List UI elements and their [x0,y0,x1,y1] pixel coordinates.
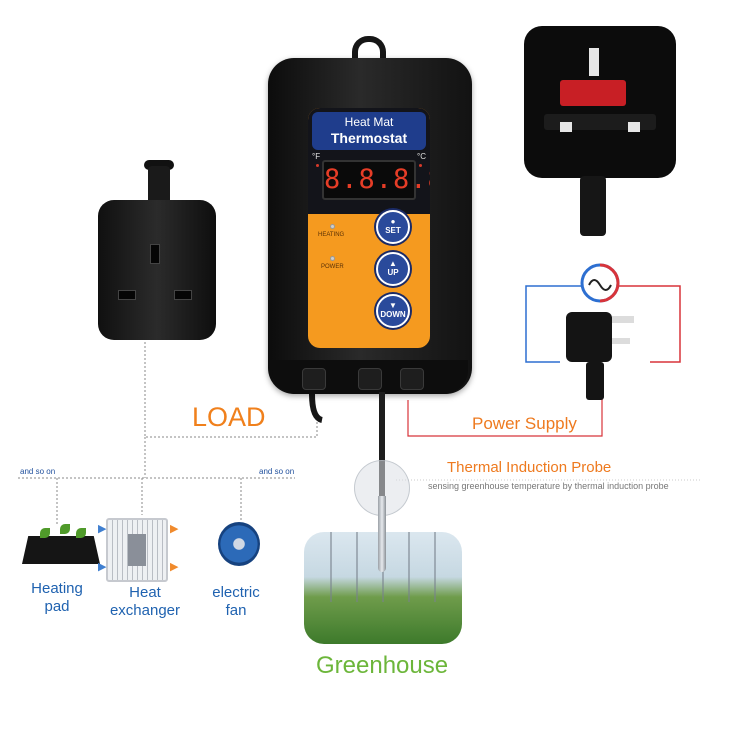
device-base [272,360,468,394]
fan-icon [218,522,260,566]
arrow-out-icon: ▶ [170,523,179,535]
and-so-on-right: and so on [259,467,295,476]
down-button[interactable]: ▼ DOWN [376,294,410,328]
load-cable [309,393,323,423]
device-title-line2: Thermostat [330,130,408,146]
triangle-up-icon: ▲ [389,259,397,268]
control-panel: Heat Mat Thermostat °F °C 8.8.8.8 HEATIN… [308,108,430,348]
load-socket-icon [98,200,216,340]
heat-exchanger-label-line2: exchanger [109,602,181,619]
load-port [302,368,326,390]
plant-icon [60,524,70,534]
probe-cable [379,392,385,500]
probe-port [358,368,382,390]
temperature-display: 8.8.8.8 [322,160,430,200]
arrow-out-icon: ▶ [170,561,179,573]
plug-cable [580,176,606,236]
greenhouse-frame [408,532,410,602]
ac-source-icon [580,263,620,303]
arrow-in-icon: ▶ [98,523,107,535]
greenhouse-label: Greenhouse [316,652,449,679]
electric-fan-label-line2: fan [225,602,247,619]
heat-exchanger-label-line1: Heat [129,584,161,601]
plant-icon [40,528,50,538]
panel-top: Heat Mat Thermostat °F °C 8.8.8.8 [308,108,430,214]
dot-icon: ● [390,217,396,226]
socket-earth-slot [150,244,160,264]
thermal-probe-icon [378,496,386,572]
heating-pad-label-line2: pad [44,598,70,615]
supply-wire-blue [525,285,582,363]
probe-title: Thermal Induction Probe [447,459,612,476]
load-label: LOAD [192,402,266,432]
triangle-down-icon: ▼ [389,301,397,310]
power-supply-label: Power Supply [472,414,577,433]
set-button[interactable]: ● SET [376,210,410,244]
electric-fan-label-line1: electric [212,584,260,601]
set-button-label: SET [385,226,401,235]
and-so-on-left: and so on [20,467,56,476]
probe-description: sensing greenhouse temperature by therma… [428,481,669,491]
power-plug-icon [566,312,612,362]
socket-cable [148,166,170,206]
hanging-loop [352,36,386,66]
celsius-led-icon [419,164,422,167]
heating-pad-label: Heating pad [26,580,88,616]
heat-exchanger-icon [106,518,168,582]
heat-exchanger-core [128,534,146,566]
supply-wire-red [602,285,681,363]
plug-fuse-icon [560,80,626,106]
heating-pad-label-line1: Heating [31,580,83,597]
device-title-line1: Heat Mat [344,115,394,129]
heating-pad-icon [22,536,100,564]
plug-live-pin [560,122,572,132]
plug-earth-pin [589,48,599,76]
unit-fahrenheit: °F [312,152,321,161]
greenhouse-frame [356,532,358,602]
down-button-label: DOWN [380,310,406,319]
socket-neutral-slot [174,290,192,300]
heat-exchanger-label: Heat exchanger [104,584,186,620]
socket-cable-cap [144,160,174,170]
plant-icon [76,528,86,538]
arrow-in-icon: ▶ [98,561,107,573]
electric-fan-label: electric fan [204,584,268,620]
power-indicator-label: POWER [321,264,344,270]
plug-neutral-pin [628,122,640,132]
up-button[interactable]: ▲ UP [376,252,410,286]
greenhouse-frame [330,532,332,602]
device-title: Heat Mat Thermostat [312,112,426,150]
up-button-label: UP [387,268,399,277]
socket-live-slot [118,290,136,300]
power-led-icon [330,256,335,261]
greenhouse-frame [434,532,436,602]
heating-led-icon [330,224,335,229]
fahrenheit-led-icon [316,164,319,167]
heating-indicator-label: HEATING [318,232,345,238]
unit-celsius: °C [417,152,426,161]
power-port [400,368,424,390]
